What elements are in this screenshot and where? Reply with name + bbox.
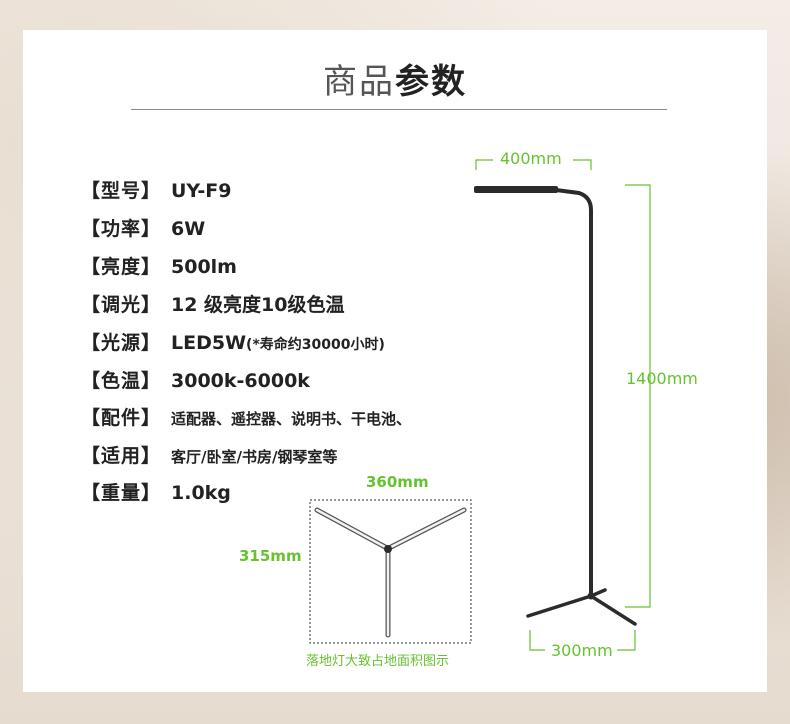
arm-width-bracket — [475, 159, 592, 170]
spec-row-weight: 【重量】 1.0kg — [81, 478, 231, 505]
spec-row-color-temp: 【色温】 3000k-6000k — [81, 366, 310, 393]
spec-key: 【型号】 — [81, 180, 162, 202]
spec-value: 500lm — [171, 256, 237, 278]
parameter-card: 商品参数 【型号】 UY-F9 【功率】 6W 【亮度】 500lm 【调光】 12 级… — [23, 30, 767, 692]
tripod-hub — [587, 592, 595, 600]
spec-key: 【亮度】 — [81, 256, 162, 278]
spec-value: 1.0kg — [171, 482, 231, 504]
title-bold: 参数 — [395, 62, 467, 102]
spec-key: 【重量】 — [81, 482, 162, 504]
lamp-pole — [554, 188, 593, 598]
base-width-bracket — [529, 630, 636, 651]
tripod-leg-right — [589, 594, 637, 626]
spec-key: 【色温】 — [81, 370, 162, 392]
arm-width-label: 400mm — [500, 149, 562, 168]
spec-row-light-source: 【光源】 LED5W(*寿命约30000小时) — [81, 328, 385, 355]
spec-value: 适配器、遥控器、说明书、干电池、 — [171, 410, 412, 428]
spec-value: 12 级亮度10级色温 — [171, 294, 345, 316]
footprint-box — [309, 499, 472, 644]
footprint-caption: 落地灯大致占地面积图示 — [306, 654, 450, 669]
lamp-diagram — [309, 159, 651, 651]
title-divider — [131, 109, 667, 110]
height-label: 1400mm — [626, 369, 698, 388]
spec-key: 【光源】 — [81, 332, 162, 354]
spec-value: 6W — [171, 218, 206, 240]
footprint-hub — [384, 545, 392, 553]
height-bracket — [625, 184, 651, 608]
spec-note: (*寿命约30000小时) — [246, 337, 385, 353]
spec-row-brightness: 【亮度】 500lm — [81, 252, 237, 279]
spec-row-power: 【功率】 6W — [81, 214, 205, 241]
footprint-width-label: 360mm — [366, 473, 429, 491]
spec-row-accessories: 【配件】适配器、遥控器、说明书、干电池、 — [81, 403, 411, 430]
footprint-leg-right-highlight — [387, 508, 466, 550]
spec-value: 3000k-6000k — [171, 370, 310, 392]
spec-value: LED5W — [171, 332, 247, 354]
spec-key: 【适用】 — [81, 445, 162, 467]
spec-value: 客厅/卧室/书房/钢琴室等 — [171, 448, 338, 466]
lamp-head — [474, 186, 558, 193]
footprint-leg-left-highlight — [315, 508, 389, 550]
spec-row-dimming: 【调光】 12 级亮度10级色温 — [81, 290, 345, 317]
tripod-leg-left — [526, 594, 593, 618]
footprint-depth-label: 315mm — [239, 547, 302, 565]
spec-key: 【功率】 — [81, 218, 162, 240]
title-light: 商品 — [323, 62, 395, 102]
spec-value: UY-F9 — [171, 180, 232, 202]
spec-row-model: 【型号】 UY-F9 — [81, 176, 231, 203]
spec-key: 【配件】 — [81, 407, 162, 429]
page-title: 商品参数 — [23, 54, 767, 103]
base-width-label: 300mm — [551, 641, 613, 660]
spec-row-usage: 【适用】客厅/卧室/书房/钢琴室等 — [81, 441, 337, 468]
spec-key: 【调光】 — [81, 294, 162, 316]
